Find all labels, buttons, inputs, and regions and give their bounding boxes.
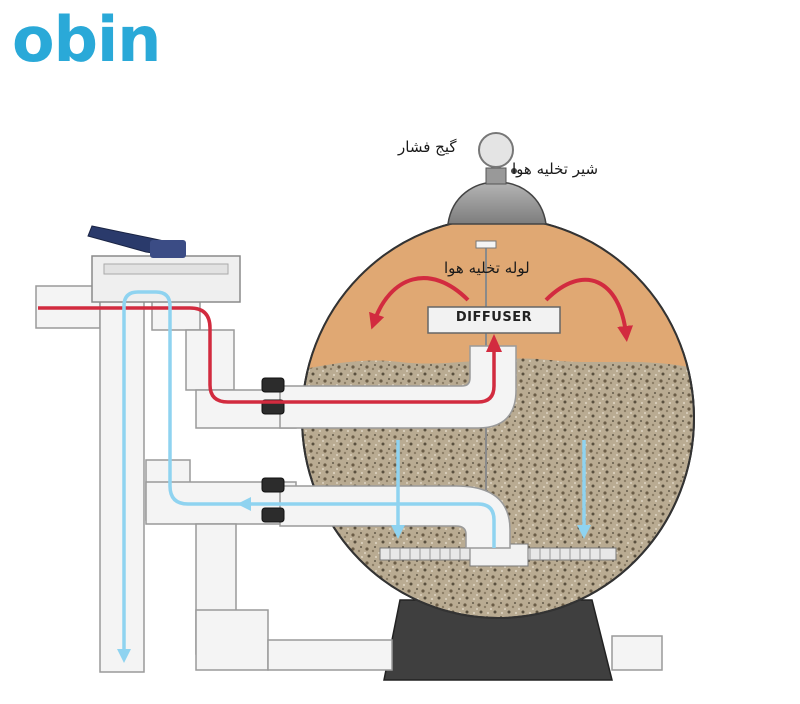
- diffuser-label: DIFFUSER: [455, 310, 533, 325]
- pressure-gauge-icon: [478, 132, 514, 168]
- air-release-pipe-label: لوله تخلیه هوا: [444, 259, 530, 277]
- brand-logo: obin: [12, 3, 161, 76]
- air-release-valve-icon: [511, 168, 517, 174]
- air-release-valve-label: شیر تخلیه هوا: [512, 160, 599, 178]
- multiport-valve-handle-icon: [87, 225, 186, 258]
- inlet-elbow-pipe: [279, 345, 517, 429]
- outflow-path: [117, 290, 591, 663]
- lateral-right: [519, 547, 617, 561]
- external-piping: [35, 285, 663, 673]
- lateral-left: [379, 547, 477, 561]
- diffuser: [427, 306, 561, 334]
- tank-dome: [447, 181, 547, 225]
- outlet-elbow-pipe: [279, 485, 511, 549]
- pressure-gauge-label: گیج فشار: [398, 138, 457, 156]
- inflow-path: [38, 276, 634, 404]
